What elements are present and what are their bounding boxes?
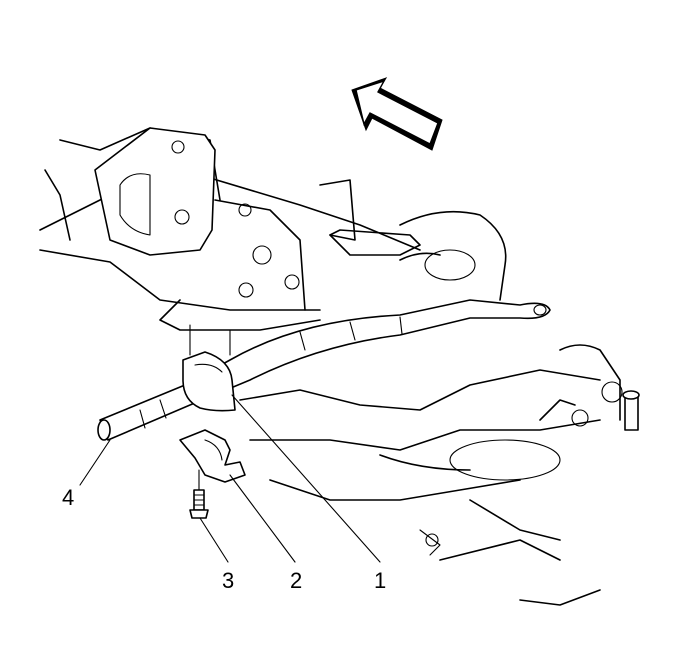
leader-1 xyxy=(231,394,381,563)
callout-1: 1 xyxy=(374,568,386,593)
stabilizer-bar-bracket xyxy=(179,429,246,483)
alignment-lines xyxy=(189,324,231,491)
hub-assembly xyxy=(399,210,507,301)
bracket-bolt xyxy=(189,489,209,519)
leader-2 xyxy=(229,474,296,563)
leader-4 xyxy=(79,439,111,486)
callout-2: 2 xyxy=(290,568,302,593)
frame-rail xyxy=(39,127,421,331)
leader-3 xyxy=(199,517,229,563)
callout-3: 3 xyxy=(222,568,234,593)
callout-4: 4 xyxy=(62,485,74,510)
forward-direction-arrow-icon xyxy=(351,77,443,151)
callout-leaders xyxy=(79,394,381,563)
stabilizer-bar-bushing xyxy=(182,351,236,412)
stabilizer-bar xyxy=(97,299,551,441)
lower-frame xyxy=(239,344,640,606)
